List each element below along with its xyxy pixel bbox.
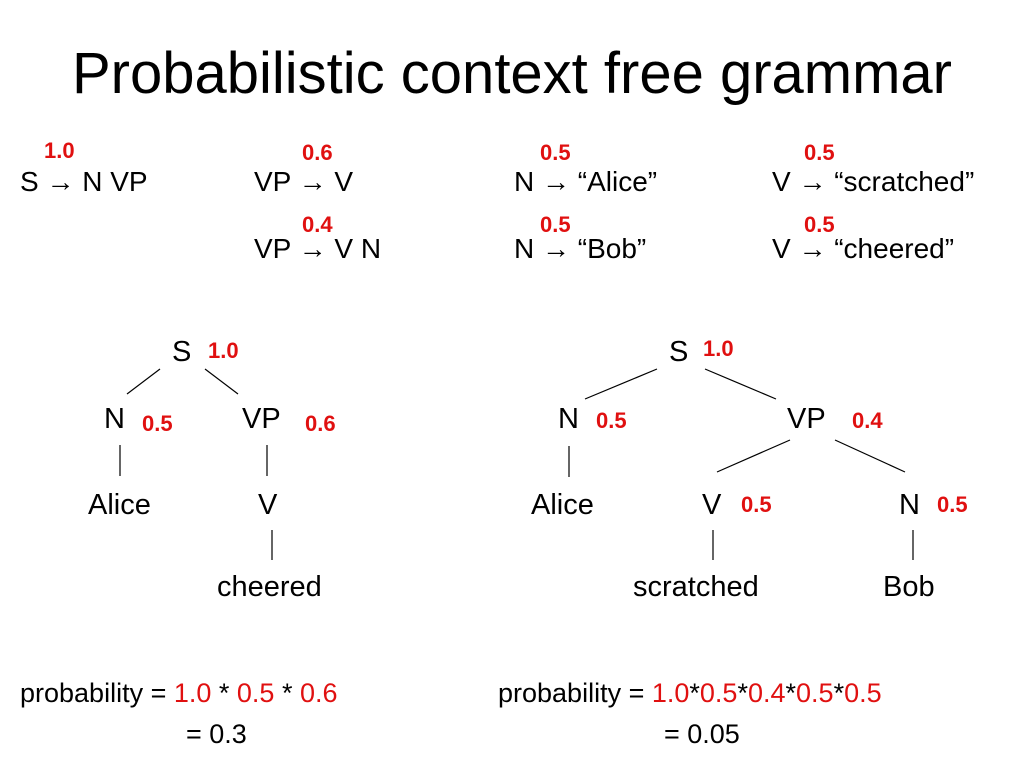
tree2-node-bob: Bob — [883, 571, 935, 603]
tree1-node-s: S — [172, 336, 192, 368]
rule-text: V → “scratched” — [772, 166, 975, 197]
formula-sep: * — [737, 678, 748, 708]
rule-text: N → “Bob” — [514, 233, 647, 264]
tree2-prob-n2: 0.5 — [937, 492, 968, 517]
tree2-node-scratched: scratched — [633, 571, 759, 603]
formula-factor: 1.0 — [173, 678, 212, 708]
tree1-edge-s-vp — [204, 368, 239, 395]
tree2-prob-n: 0.5 — [596, 408, 627, 433]
tree2-prob-s: 1.0 — [703, 336, 734, 361]
tree2-result: = 0.05 — [664, 719, 740, 749]
rule-text: N → “Alice” — [514, 166, 658, 197]
formula-factor: 0.5 — [236, 678, 275, 708]
formula-factor: 0.4 — [747, 678, 786, 708]
formula-sep: * — [833, 678, 845, 708]
tree1-node-cheered: cheered — [217, 571, 322, 603]
tree2-formula: probability = 1.0*0.5*0.4*0.5*0.5 — [498, 677, 882, 709]
tree2-node-alice: Alice — [531, 489, 594, 521]
formula-prefix: probability = — [20, 678, 174, 708]
tree1-prob-vp: 0.6 — [305, 411, 336, 436]
tree2-node-n: N — [558, 403, 579, 435]
tree2-node-s: S — [669, 336, 689, 368]
formula-sep: * — [785, 678, 797, 708]
formula-factor: 0.5 — [844, 678, 882, 708]
tree1-prob-n: 0.5 — [142, 411, 173, 436]
tree2-edge-s-n — [584, 368, 658, 400]
page-title: Probabilistic context free grammar — [72, 41, 952, 106]
tree1-node-v: V — [258, 489, 278, 521]
tree1-node-n: N — [104, 403, 125, 435]
formula-sep: * — [211, 678, 237, 708]
tree2-prob-vp: 0.4 — [852, 408, 883, 433]
formula-sep: * — [689, 678, 700, 708]
tree1-result: = 0.3 — [186, 719, 247, 749]
rule-prob: 0.6 — [302, 140, 333, 165]
formula-factor: 0.5 — [699, 678, 738, 708]
formula-factor: 0.5 — [796, 678, 834, 708]
tree2-edge-s-vp — [704, 368, 777, 400]
tree2-prob-v: 0.5 — [741, 492, 772, 517]
formula-factor: 1.0 — [651, 678, 690, 708]
tree2-node-n2: N — [899, 489, 920, 521]
rule-prob: 0.5 — [804, 140, 835, 165]
rule-prob: 1.0 — [44, 138, 75, 163]
tree1-node-alice: Alice — [88, 489, 151, 521]
rule-prob: 0.5 — [804, 212, 835, 237]
rule-prob: 0.4 — [302, 212, 333, 237]
rule-prob: 0.5 — [540, 140, 571, 165]
tree1-node-vp: VP — [242, 403, 281, 435]
tree2-node-vp: VP — [787, 403, 826, 435]
tree2-edge-vp-v — [716, 439, 791, 473]
rule-text: V → “cheered” — [772, 233, 955, 264]
tree1-formula: probability = 1.0 * 0.5 * 0.6 — [20, 677, 338, 709]
formula-prefix: probability = — [498, 678, 652, 708]
rule-text: S → N VP — [20, 166, 148, 197]
tree2-node-v: V — [702, 489, 722, 521]
formula-factor: 0.6 — [299, 678, 338, 708]
rule-text: VP → V — [254, 166, 354, 197]
tree2-edge-vp-n — [834, 439, 906, 473]
tree1-edge-s-n — [126, 368, 161, 395]
rule-text: VP → V N — [254, 233, 382, 264]
tree1-prob-s: 1.0 — [208, 338, 239, 363]
rule-prob: 0.5 — [540, 212, 571, 237]
formula-sep: * — [274, 678, 300, 708]
